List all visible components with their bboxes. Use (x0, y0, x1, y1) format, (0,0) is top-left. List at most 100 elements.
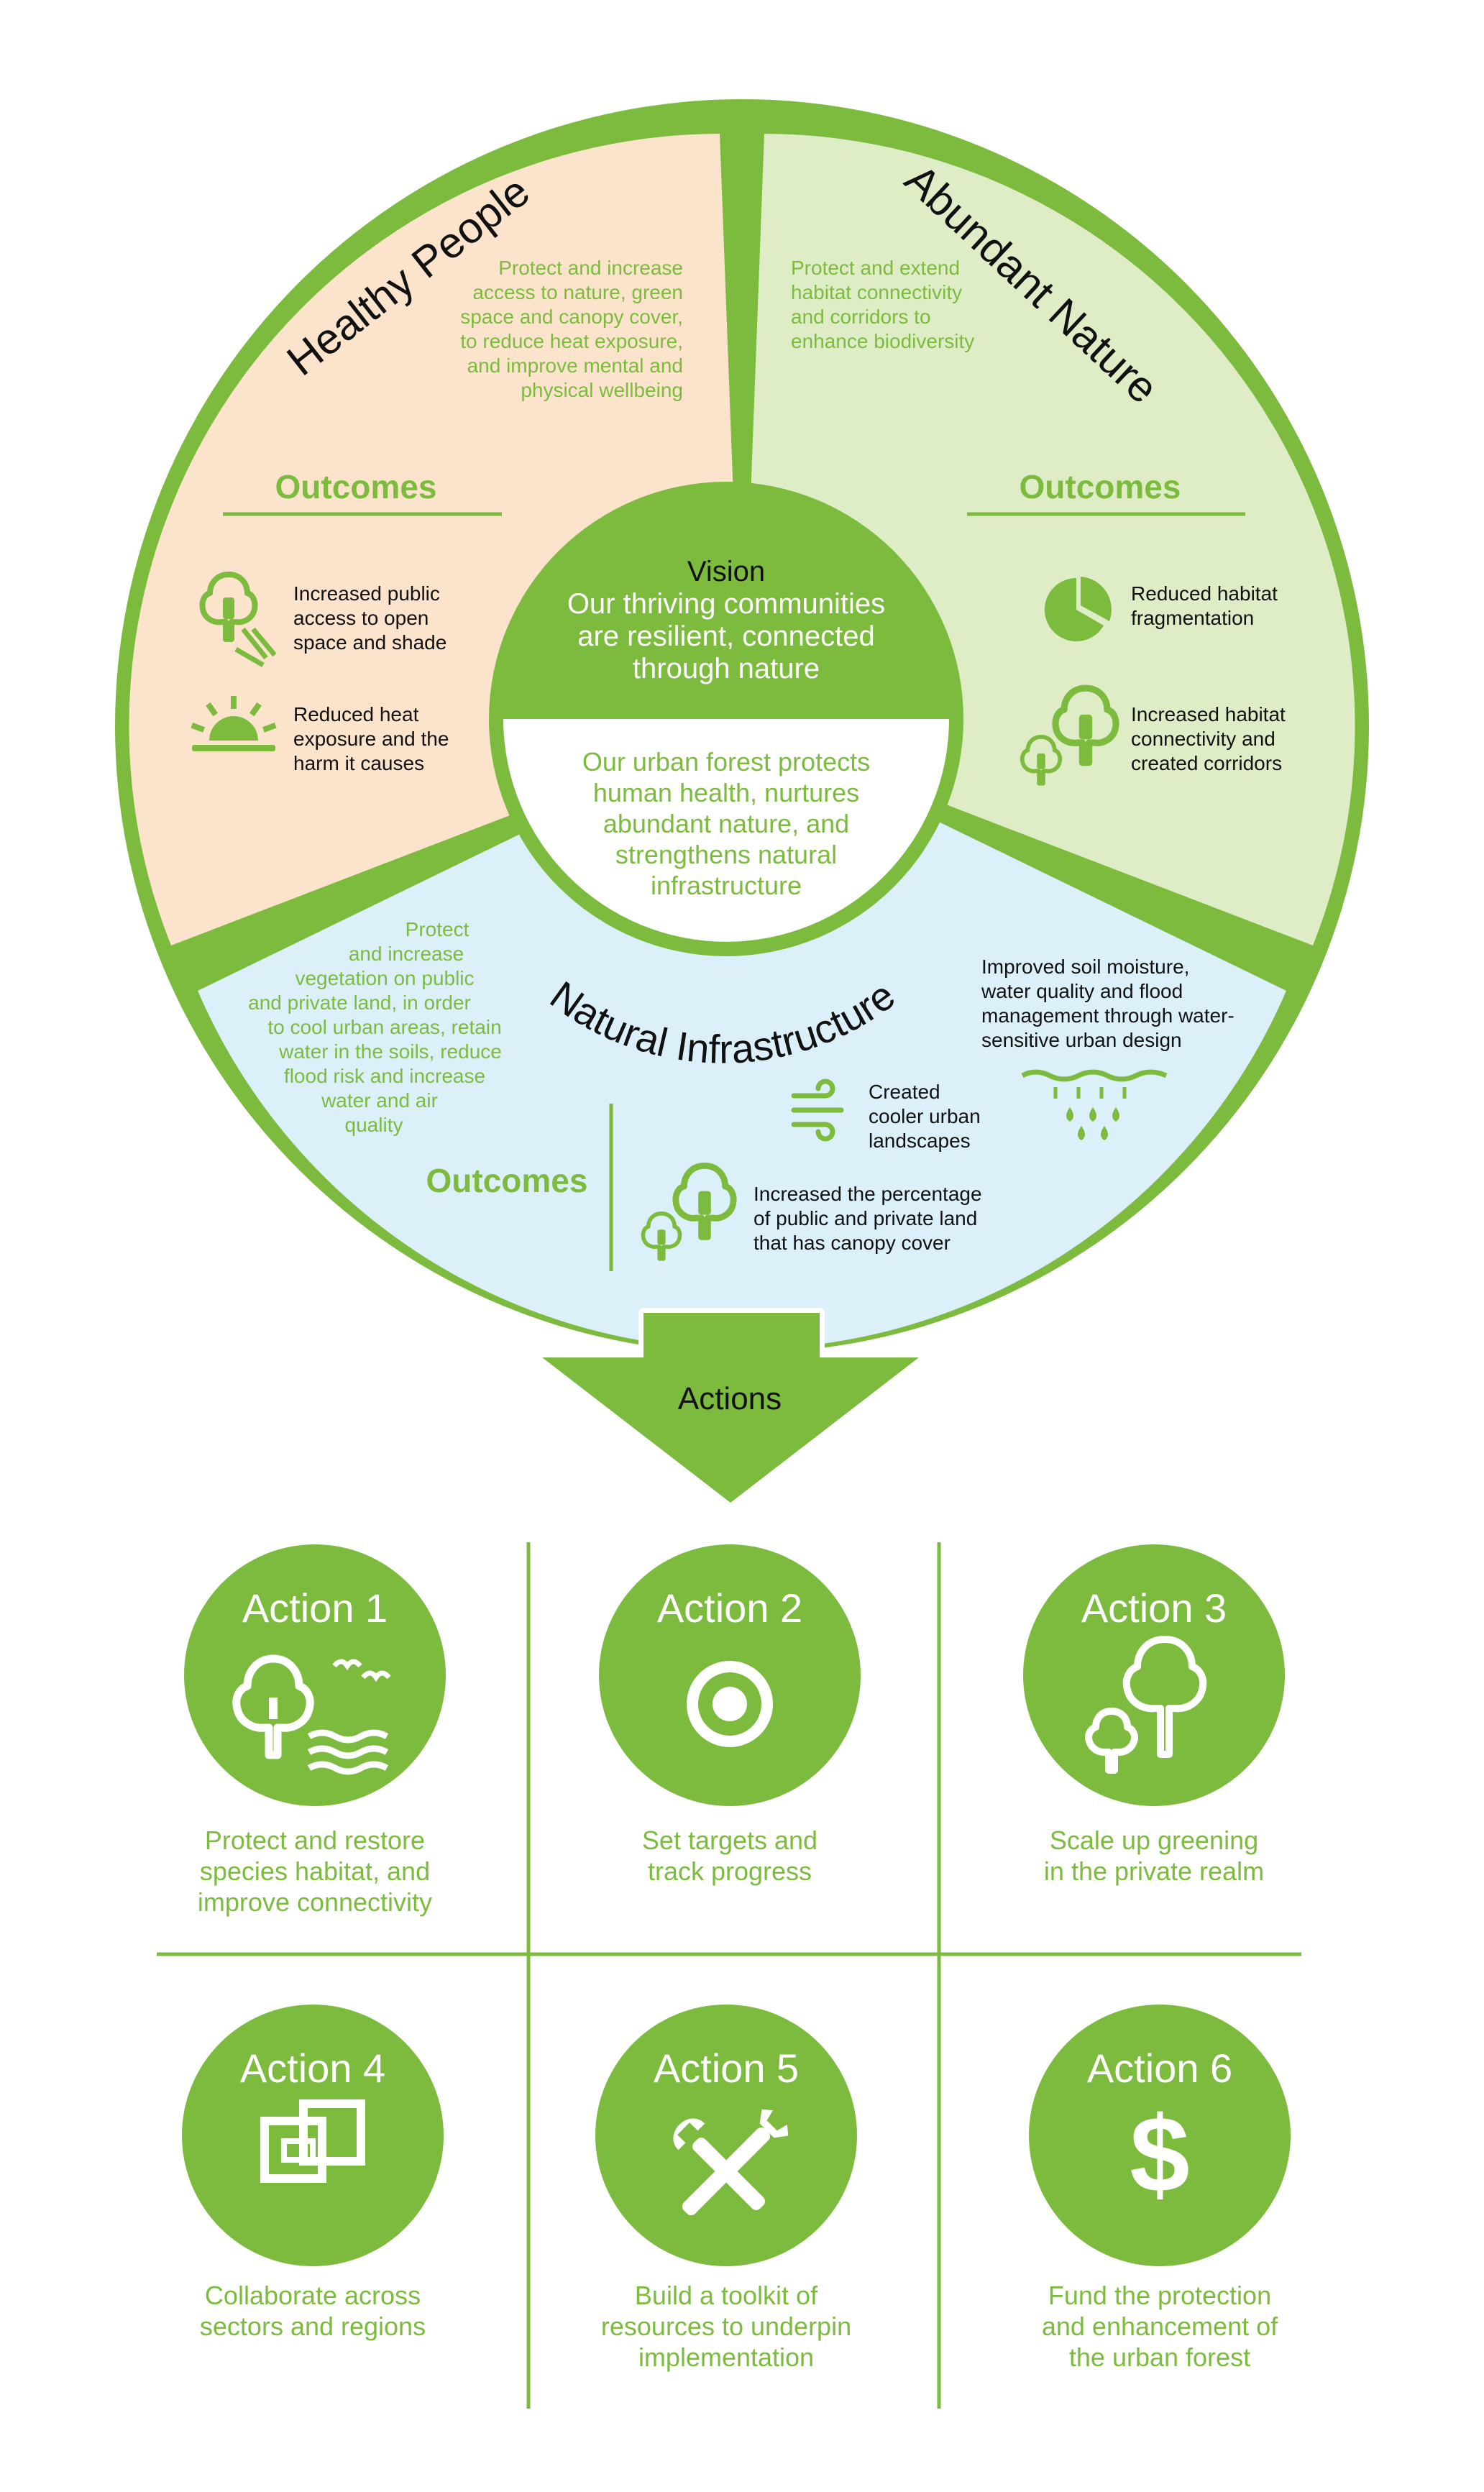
svg-text:quality: quality (345, 1114, 403, 1136)
svg-text:sectors and regions: sectors and regions (200, 2312, 426, 2341)
vision-line-3: through nature (633, 653, 820, 684)
svg-text:resources to underpin: resources to underpin (601, 2312, 851, 2341)
actions-arrow: Actions (537, 1308, 924, 1508)
svg-text:Fund the protection: Fund the protection (1048, 2281, 1271, 2310)
svg-text:habitat connectivity: habitat connectivity (791, 281, 962, 303)
svg-text:sensitive urban design: sensitive urban design (981, 1029, 1182, 1051)
natural-infrastructure-outcomes-label: Outcomes (426, 1162, 588, 1199)
action-5-circle (595, 2005, 857, 2266)
tools-icon (673, 2109, 789, 2216)
healthy-people-outcome-1: Increased public access to open space an… (293, 582, 446, 654)
svg-text:of public and private land: of public and private land (754, 1207, 977, 1229)
action-6: Action 6 $ Fund the protection and enhan… (1029, 2005, 1291, 2372)
natural-infrastructure-outcome-2: Created cooler urban landscapes (869, 1081, 981, 1152)
action-6-text: Fund the protection and enhancement of t… (1042, 2281, 1278, 2372)
svg-text:Improved soil moisture,: Improved soil moisture, (981, 956, 1189, 978)
natural-infrastructure-outcome-1: Improved soil moisture, water quality an… (981, 956, 1235, 1051)
svg-text:to cool urban areas, retain: to cool urban areas, retain (267, 1016, 501, 1038)
svg-text:Protect and increase: Protect and increase (498, 257, 683, 279)
action-grid-lines (157, 1542, 1301, 2409)
abundant-nature-outcomes-label: Outcomes (1020, 468, 1181, 505)
action-6-circle (1029, 2005, 1291, 2266)
svg-text:access to open: access to open (293, 607, 429, 629)
action-1-text: Protect and restore species habitat, and… (198, 1826, 432, 1917)
abundant-nature-outcome-2: Increased habitat connectivity and creat… (1131, 703, 1286, 774)
healthy-people-description: Protect and increase access to nature, g… (460, 257, 683, 401)
action-2-text: Set targets and track progress (642, 1826, 817, 1886)
center-white-half (503, 719, 949, 942)
svg-text:exposure and the: exposure and the (293, 728, 449, 750)
action-6-title: Action 6 (1087, 2046, 1232, 2091)
svg-text:harm it causes: harm it causes (293, 752, 424, 774)
action-1-title: Action 1 (242, 1585, 388, 1631)
healthy-people-outcome-2: Reduced heat exposure and the harm it ca… (293, 703, 449, 774)
dollar-icon: $ (1130, 2094, 1189, 2214)
svg-text:management through water-: management through water- (981, 1004, 1235, 1027)
tree-shade-icon (202, 574, 277, 668)
svg-text:water in the soils, reduce: water in the soils, reduce (278, 1040, 502, 1063)
svg-text:species habitat, and: species habitat, and (200, 1856, 430, 1886)
svg-text:water and air: water and air (321, 1089, 438, 1112)
svg-text:created corridors: created corridors (1131, 752, 1282, 774)
svg-text:and improve mental and: and improve mental and (467, 354, 683, 377)
action-5: Action 5 Build a toolkit of resources to… (595, 2005, 857, 2372)
svg-text:to reduce heat exposure,: to reduce heat exposure, (460, 330, 683, 352)
soil-water-icon (1021, 1069, 1168, 1140)
svg-text:Build a toolkit of: Build a toolkit of (635, 2281, 818, 2310)
svg-text:Reduced habitat: Reduced habitat (1131, 582, 1278, 605)
svg-text:vegetation on public: vegetation on public (295, 967, 474, 989)
svg-text:cooler urban: cooler urban (869, 1105, 981, 1127)
action-4-title: Action 4 (240, 2046, 385, 2091)
svg-text:and increase: and increase (349, 943, 464, 965)
action-3-text: Scale up greening in the private realm (1044, 1826, 1264, 1886)
svg-text:Our urban forest protects: Our urban forest protects (582, 747, 870, 777)
svg-text:fragmentation: fragmentation (1131, 607, 1254, 629)
pie-icon (1044, 577, 1112, 641)
svg-text:Increased the percentage: Increased the percentage (754, 1183, 982, 1205)
target-icon (687, 1661, 773, 1747)
svg-text:physical wellbeing: physical wellbeing (521, 379, 683, 401)
svg-text:flood risk and increase: flood risk and increase (284, 1065, 485, 1087)
svg-text:enhance biodiversity: enhance biodiversity (791, 330, 974, 352)
svg-text:Set targets and: Set targets and (642, 1826, 817, 1855)
svg-text:track progress: track progress (648, 1856, 812, 1886)
natural-infrastructure-outcome-3: Increased the percentage of public and p… (754, 1183, 982, 1254)
svg-text:Protect: Protect (406, 918, 470, 940)
action-1: Action 1 Protect and restore species hab… (184, 1544, 446, 1917)
svg-text:space and canopy cover,: space and canopy cover, (460, 306, 683, 328)
svg-text:Created: Created (869, 1081, 940, 1103)
vision-line-1: Our thriving communities (567, 588, 885, 620)
vision-line-2: are resilient, connected (577, 620, 875, 652)
action-5-title: Action 5 (654, 2046, 799, 2091)
trees-icon (1085, 1636, 1207, 1774)
actions-label: Actions (678, 1381, 782, 1416)
svg-text:strengthens natural: strengthens natural (615, 840, 837, 869)
svg-text:abundant nature, and: abundant nature, and (603, 809, 849, 838)
healthy-people-outcomes-label: Outcomes (275, 468, 437, 505)
svg-text:Scale up greening: Scale up greening (1050, 1826, 1258, 1855)
vision-title: Vision (687, 556, 765, 587)
svg-text:and private land, in order: and private land, in order (248, 991, 471, 1014)
svg-text:space and shade: space and shade (293, 631, 446, 654)
svg-text:Collaborate across: Collaborate across (205, 2281, 421, 2310)
svg-text:the urban forest: the urban forest (1069, 2342, 1250, 2372)
sunrise-icon (191, 696, 277, 751)
action-4: Action 4 Collaborate across sectors and … (182, 2005, 444, 2341)
natural-infrastructure-description: Protect and increase vegetation on publi… (248, 918, 502, 1136)
svg-text:landscapes: landscapes (869, 1130, 971, 1152)
svg-text:Increased habitat: Increased habitat (1131, 703, 1286, 725)
svg-text:that has canopy cover: that has canopy cover (754, 1232, 951, 1254)
action-4-circle (182, 2005, 444, 2266)
vision-half (496, 489, 956, 719)
action-5-text: Build a toolkit of resources to underpin… (601, 2281, 851, 2372)
svg-text:Protect and restore: Protect and restore (205, 1826, 425, 1855)
action-3-title: Action 3 (1081, 1585, 1227, 1631)
svg-text:Increased public: Increased public (293, 582, 440, 605)
svg-text:implementation: implementation (638, 2342, 814, 2372)
abundant-nature-description: Protect and extend habitat connectivity … (791, 257, 974, 352)
svg-text:water quality and flood: water quality and flood (981, 980, 1183, 1002)
svg-text:and corridors to: and corridors to (791, 306, 931, 328)
action-2-title: Action 2 (657, 1585, 802, 1631)
